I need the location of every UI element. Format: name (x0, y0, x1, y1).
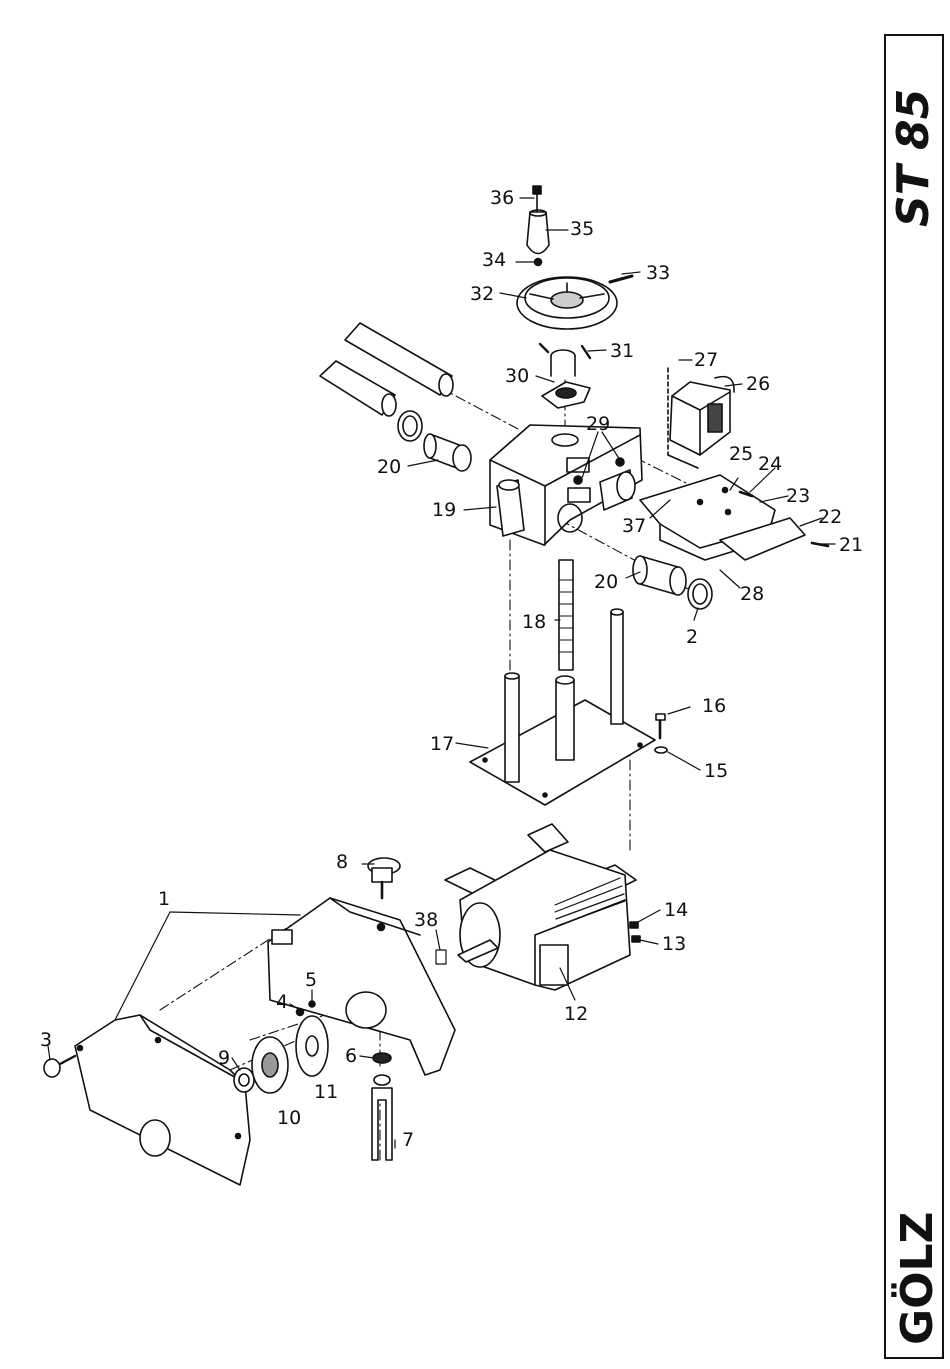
callout-10: 10 (277, 1107, 301, 1129)
callout-29: 29 (586, 413, 610, 435)
callout-2: 2 (686, 626, 698, 648)
callout-15: 15 (704, 760, 728, 782)
callout-4: 4 (276, 991, 288, 1013)
column-and-base (470, 560, 667, 805)
callout-32: 32 (470, 283, 494, 305)
callout-20: 20 (377, 456, 401, 478)
callout-25: 25 (729, 443, 753, 465)
callout-12: 12 (564, 1003, 588, 1025)
callout-26: 26 (746, 373, 770, 395)
callout-37: 37 (622, 515, 646, 537)
lower-bushing (633, 556, 712, 609)
callout-3: 3 (40, 1029, 52, 1051)
callout-23: 23 (786, 485, 810, 507)
callout-38: 38 (414, 909, 438, 931)
model-title-text: ST 85 (890, 89, 938, 227)
callout-21: 21 (839, 534, 863, 556)
upper-rollers (320, 323, 471, 471)
callout-1: 1 (158, 888, 170, 910)
belt-guard-front (44, 1015, 250, 1185)
callout-17: 17 (430, 733, 454, 755)
brand-logo: GÖLZ (890, 1150, 938, 1350)
callout-36: 36 (490, 187, 514, 209)
callout-34: 34 (482, 249, 506, 271)
callout-13: 13 (662, 933, 686, 955)
callout-14: 14 (664, 899, 688, 921)
callout-27: 27 (694, 349, 718, 371)
callout-16: 16 (702, 695, 726, 717)
callout-33: 33 (646, 262, 670, 284)
callout-24: 24 (758, 453, 782, 475)
callout-11: 11 (314, 1081, 338, 1103)
motor (436, 824, 640, 990)
brand-logo-text: GÖLZ (890, 1212, 938, 1345)
callout-22: 22 (818, 506, 842, 528)
head-housing (490, 425, 642, 545)
callout-19: 19 (432, 499, 456, 521)
callout-5: 5 (305, 969, 317, 991)
switch-assembly (668, 368, 734, 468)
callout-9: 9 (218, 1047, 230, 1069)
callout-28: 28 (740, 583, 764, 605)
model-title: ST 85 (890, 42, 938, 232)
callout-20: 20 (594, 571, 618, 593)
callout-7: 7 (402, 1129, 414, 1151)
callout-18: 18 (522, 611, 546, 633)
callout-31: 31 (610, 340, 634, 362)
callout-35: 35 (570, 218, 594, 240)
callout-8: 8 (336, 851, 348, 873)
callout-6: 6 (345, 1045, 357, 1067)
callout-30: 30 (505, 365, 529, 387)
callout-layer: 1234567891011121314151617181920202122232… (40, 187, 863, 1151)
